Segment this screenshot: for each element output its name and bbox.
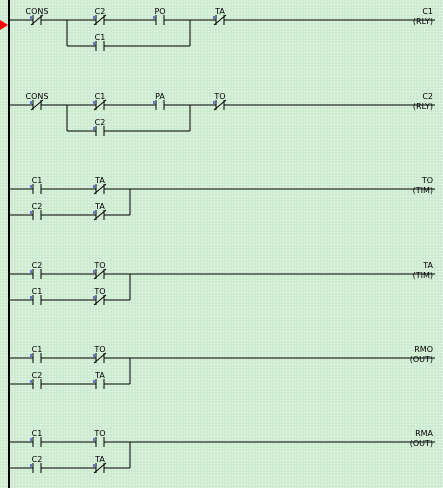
rung-4-main-no-contact[interactable]: C2: [30, 261, 43, 279]
contact-label: TO: [93, 261, 105, 270]
rung-5-branch-no-contact[interactable]: C2: [30, 371, 43, 389]
contact-label: TO: [93, 345, 105, 354]
contact-slash: [30, 99, 44, 111]
contact-label: C1: [32, 287, 43, 296]
rung-5-main-no-contact[interactable]: C1: [30, 345, 43, 363]
contact-slash: [30, 14, 44, 26]
contact-label: C1: [32, 429, 43, 438]
coil-name: RMA: [415, 429, 433, 438]
contact-label: TO: [93, 287, 105, 296]
contact-slash: [213, 99, 227, 111]
contact-label: PA: [155, 92, 165, 101]
rung-5-branch-no-contact[interactable]: TA: [93, 371, 105, 389]
coil-name: TO: [421, 176, 433, 185]
contact-label: C1: [32, 176, 43, 185]
contact-slash: [93, 209, 107, 221]
rung-4-main-nc-contact[interactable]: TO: [93, 261, 107, 280]
contact-label: TA: [94, 176, 105, 185]
contact-label: TA: [94, 455, 105, 464]
coil-type: (RLY): [413, 102, 433, 111]
contact-label: TO: [213, 92, 225, 101]
rung-1-main-nc-contact[interactable]: CONS: [26, 7, 49, 26]
rung-4-branch-no-contact[interactable]: C1: [30, 287, 43, 305]
contact-label: C2: [95, 118, 106, 127]
contact-label: CONS: [26, 7, 49, 16]
contact-label: TA: [94, 202, 105, 211]
rung-2-branch-no-contact[interactable]: C2: [93, 118, 106, 136]
contact-label: C1: [95, 92, 106, 101]
contact-slash: [93, 99, 107, 111]
contact-label: C1: [32, 345, 43, 354]
contact-label: TA: [214, 7, 225, 16]
rung-2-main-nc-contact[interactable]: C1: [93, 92, 107, 111]
rung-5: C1 TO RMO(OUT) C2 TA: [9, 345, 435, 389]
rung-1-main-nc-contact[interactable]: TA: [213, 7, 227, 26]
rung-3-branch-no-contact[interactable]: C2: [30, 202, 43, 220]
coil-type: (TIM): [413, 271, 433, 280]
contact-label: C2: [32, 371, 43, 380]
rung-3-main-nc-contact[interactable]: TA: [93, 176, 107, 195]
rung-1-main-no-contact[interactable]: PO: [153, 7, 166, 25]
rung-2-main-no-contact[interactable]: PA: [153, 92, 165, 110]
coil-type: (OUT): [410, 355, 433, 364]
rung-3-main-no-contact[interactable]: C1: [30, 176, 43, 194]
contact-label: CONS: [26, 92, 49, 101]
rung-1-main-nc-contact[interactable]: C2: [93, 7, 107, 26]
rung-4-branch-nc-contact[interactable]: TO: [93, 287, 107, 306]
coil-name: C2: [422, 92, 433, 101]
rung-6: C1 TO RMA(OUT) C2 TA: [9, 429, 435, 474]
rung-2-main-nc-contact[interactable]: TO: [213, 92, 227, 111]
contact-label: C2: [95, 7, 106, 16]
contact-label: PO: [154, 7, 165, 16]
rung-6-main-no-contact[interactable]: TO: [93, 429, 106, 447]
rung-1-branch-no-contact[interactable]: C1: [93, 33, 106, 51]
coil-type: (TIM): [413, 186, 433, 195]
contact-label: C2: [32, 261, 43, 270]
rung-2-main-nc-contact[interactable]: CONS: [26, 92, 49, 111]
contact-slash: [93, 268, 107, 280]
contact-label: C2: [32, 455, 43, 464]
contact-slash: [93, 352, 107, 364]
rung-6-branch-nc-contact[interactable]: TA: [93, 455, 107, 474]
contact-slash: [93, 14, 107, 26]
contact-slash: [213, 14, 227, 26]
rung-3-branch-nc-contact[interactable]: TA: [93, 202, 107, 221]
coil-type: (OUT): [410, 439, 433, 448]
rung-6-branch-no-contact[interactable]: C2: [30, 455, 43, 473]
coil-name: TA: [422, 261, 433, 270]
contact-label: TO: [93, 429, 105, 438]
contact-label: C2: [32, 202, 43, 211]
contact-slash: [93, 294, 107, 306]
rung-6-main-no-contact[interactable]: C1: [30, 429, 43, 447]
contact-slash: [93, 183, 107, 195]
coil-type: (RLY): [413, 17, 433, 26]
coil-name: C1: [422, 7, 433, 16]
contact-slash: [93, 462, 107, 474]
coil-name: RMO: [414, 345, 433, 354]
red-triangle-pointer-icon: [0, 20, 8, 30]
contact-label: C1: [95, 33, 106, 42]
rung-5-main-nc-contact[interactable]: TO: [93, 345, 107, 364]
contact-label: TA: [94, 371, 105, 380]
